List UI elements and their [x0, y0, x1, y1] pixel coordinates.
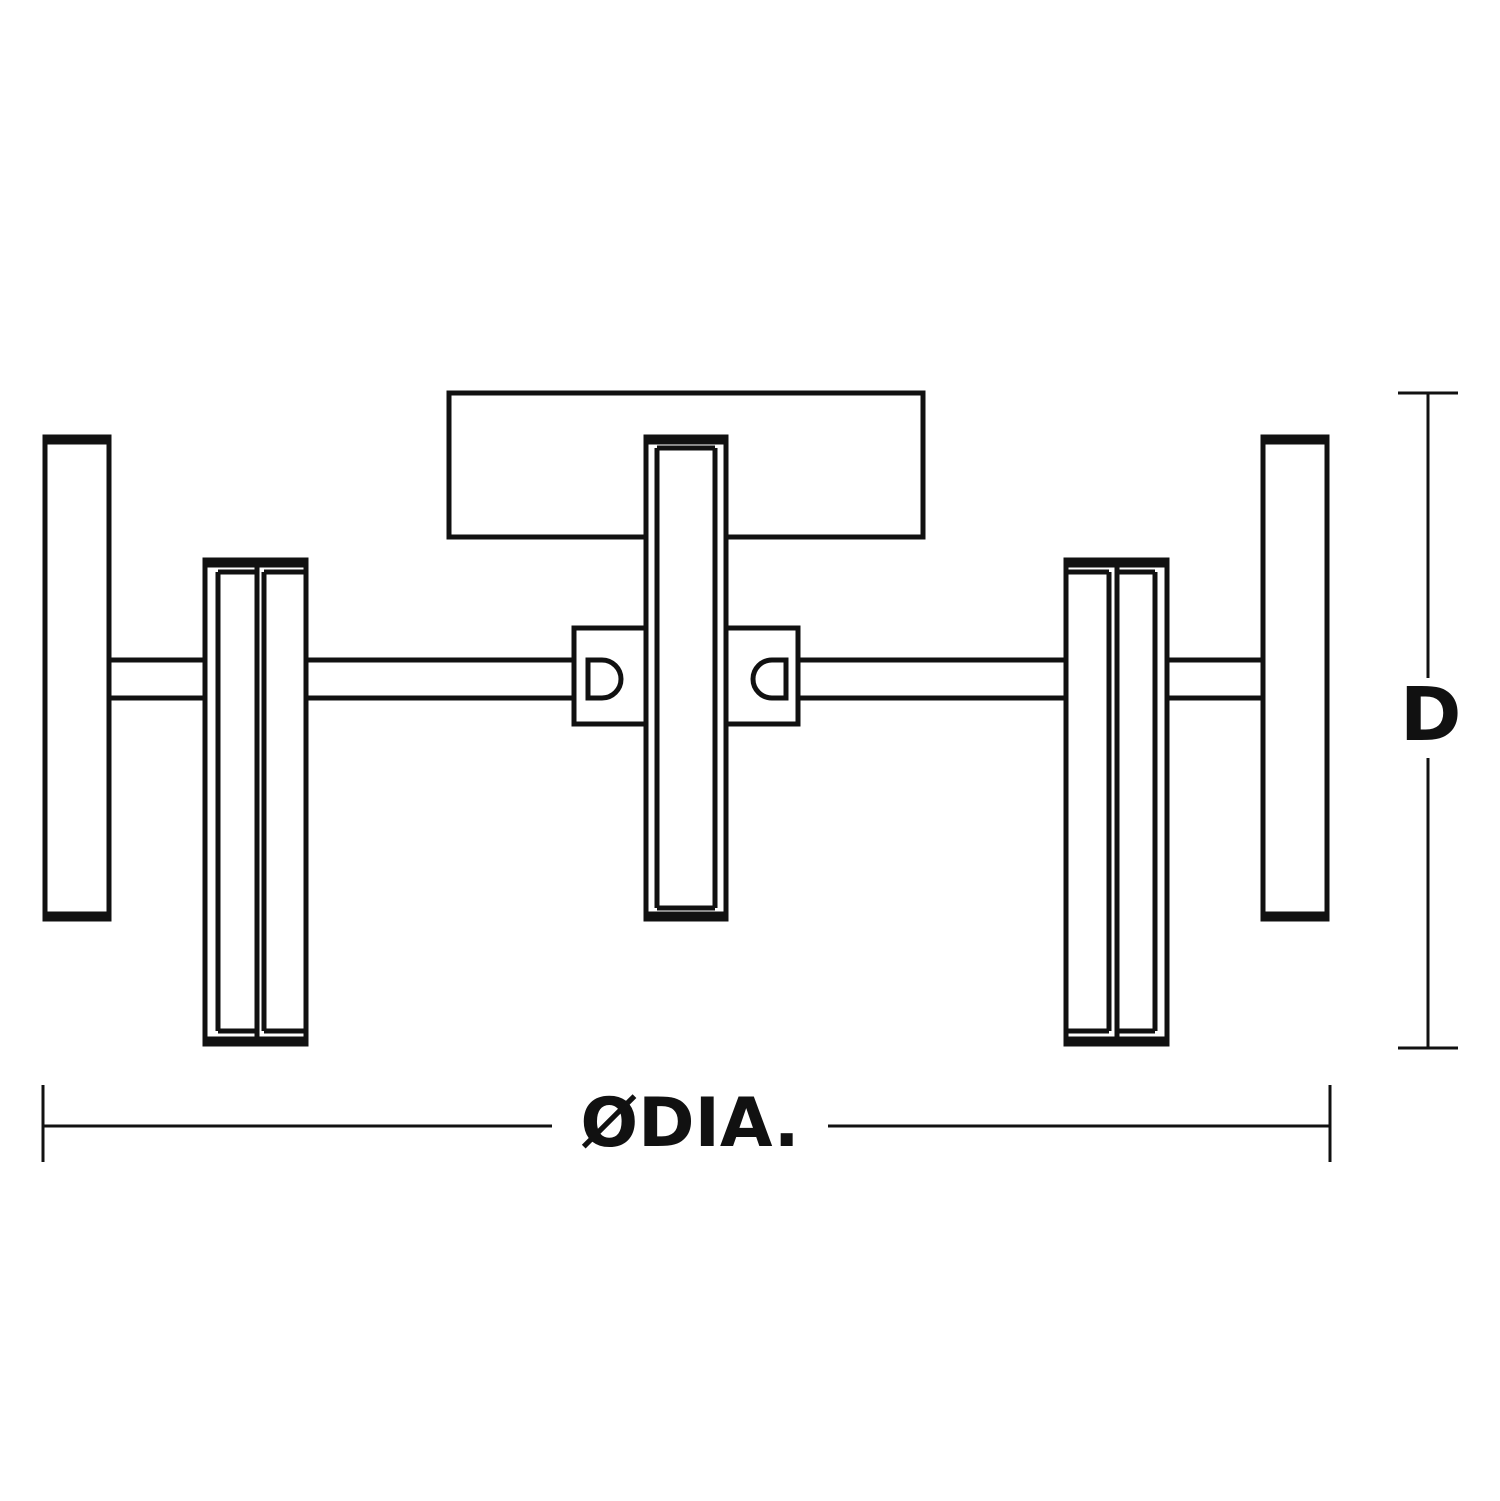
shade-far-left — [42, 434, 112, 922]
left-outer-arm — [105, 657, 211, 701]
shade-center — [643, 434, 729, 922]
hub-left-arm-tip — [585, 657, 624, 701]
shade-right-pair — [1063, 557, 1170, 1047]
left-arm — [302, 657, 620, 701]
hub-right-arm-tip — [750, 657, 789, 701]
diameter-label: ØDIA. — [552, 1090, 828, 1162]
depth-label: D — [1400, 672, 1462, 758]
shade-far-right — [1260, 434, 1330, 922]
shade-left-pair — [202, 557, 309, 1047]
right-outer-arm — [1163, 657, 1267, 701]
